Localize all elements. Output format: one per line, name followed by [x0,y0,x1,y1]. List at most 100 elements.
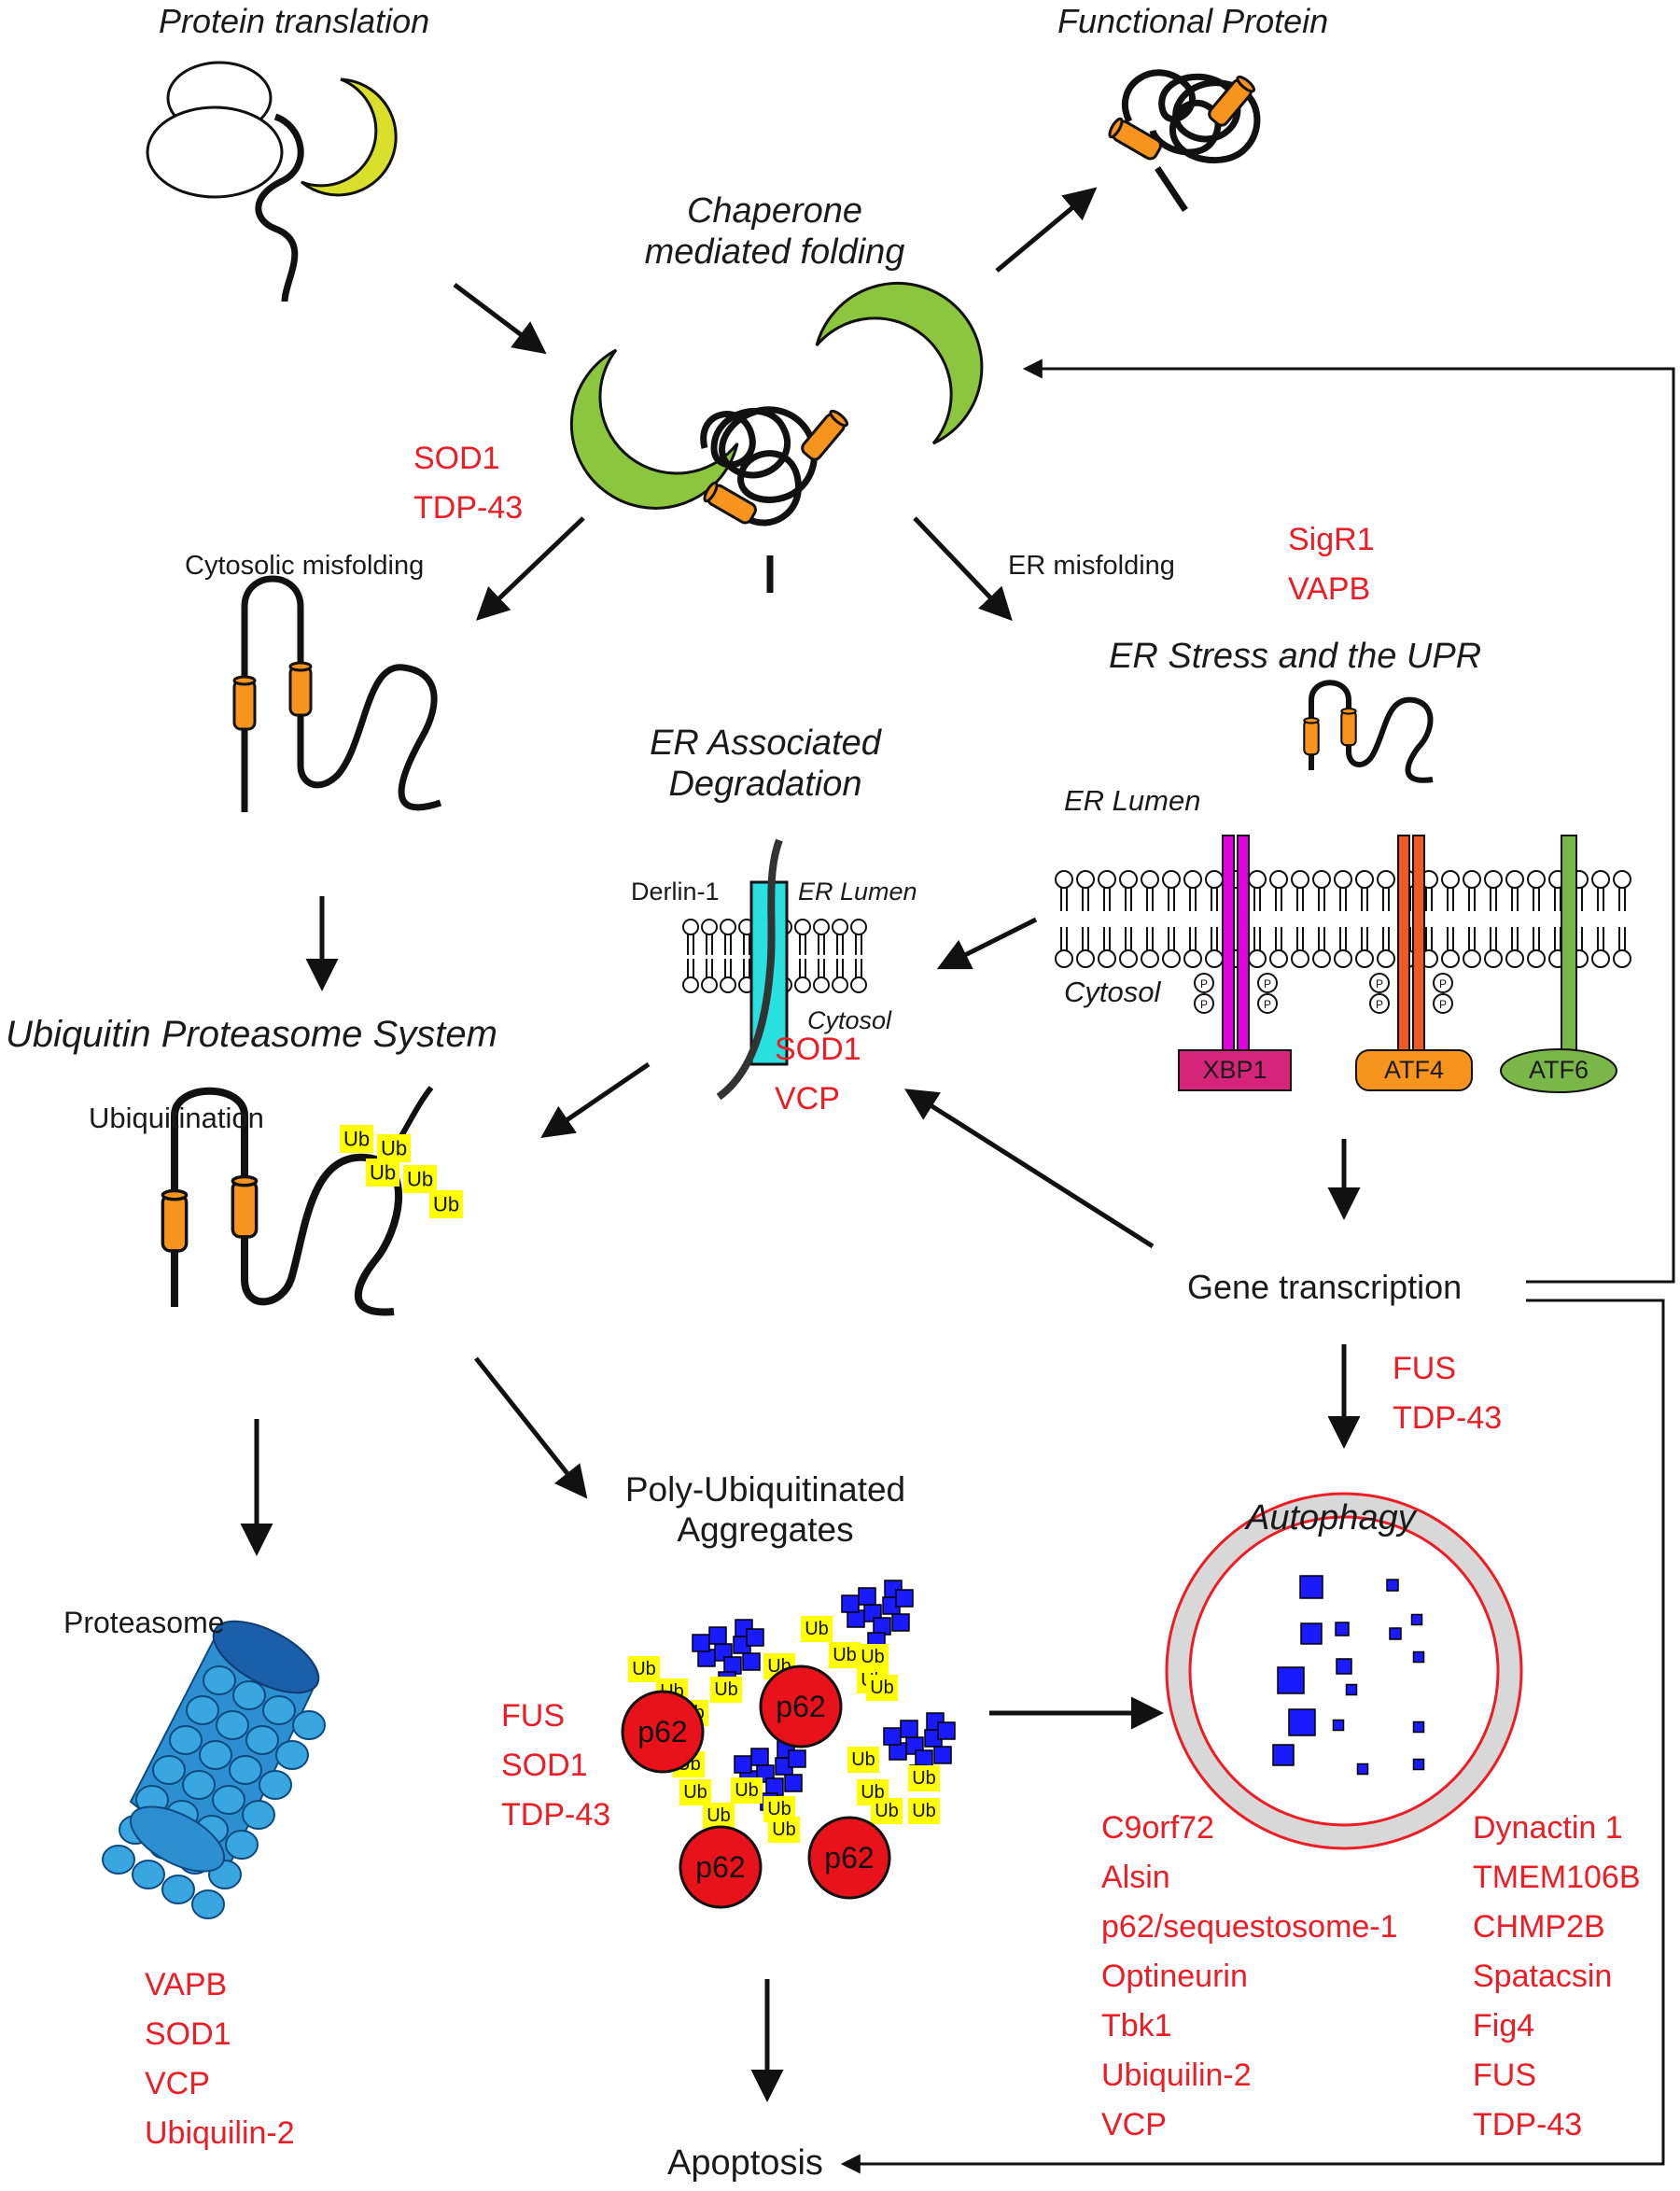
chaperone-label-line1: Chaperone [686,191,863,231]
cargo-cube [1277,1666,1305,1694]
arrow-chaperone-to-functional [995,187,1098,273]
chaperone-label: Chaperone mediated folding [616,191,933,273]
er-misfolding-label: ER misfolding [1008,551,1175,581]
gene-item: Alsin [1101,1860,1170,1895]
gene-item: p62/sequestosome-1 [1101,1909,1398,1945]
ub-tag-text: Ub [343,1128,370,1151]
proteasome-subunit [152,1755,186,1785]
gene-item: Dynactin 1 [1473,1810,1623,1846]
gene-item: CHMP2B [1473,1909,1605,1945]
lipid-head [1076,870,1095,912]
arrow-erad-to-ubiquitination [540,1061,651,1138]
lipid-head [682,976,699,993]
cytosol-erad-label: Cytosol [807,1006,892,1034]
ub-tag [857,1644,889,1670]
gene-item: TDP-43 [1393,1400,1503,1436]
proteasome-subunit [245,1725,279,1755]
cargo-cube [1386,1579,1399,1592]
lipid-head [1613,926,1631,968]
gene-item: Ubiquilin-2 [145,2115,295,2151]
cargo-cube [1332,1719,1345,1732]
functional-protein-icon [1106,69,1261,212]
gene-item: FUS [1393,1351,1456,1386]
cargo-cube [1336,1658,1352,1675]
ub-tag-text: Ub [381,1137,407,1160]
lipid-head [1055,870,1073,912]
gene-item: VAPB [1288,571,1371,607]
phosphate-icon [1433,973,1453,993]
lipid-head [682,919,699,935]
aggregate-cube [891,1613,910,1632]
arrow-gene-transcription-to-erad [904,1088,1155,1249]
gene-item: SOD1 [501,1748,588,1783]
upr-misfolded-protein-icon [1303,680,1434,783]
proteasome-subunit [292,1710,326,1740]
ub-tag-text: Ub [632,1659,656,1679]
p62-icon [679,1825,763,1909]
lipid-head [794,976,811,993]
lipid-head [1119,870,1138,912]
cargo-cube [1389,1627,1402,1640]
er-lumen-upr-label: ER Lumen [1064,784,1201,817]
ups-label: Ubiquitin Proteasome System [6,1014,497,1055]
proteasome-subunit [203,1665,236,1695]
ub-tag-text: Ub [370,1161,396,1185]
proteasome-subunit [262,1695,296,1725]
aggregate-cube [895,1589,914,1608]
lipid-head [1377,870,1395,912]
erad-genes: SOD1 VCP [775,1025,861,1124]
lipid-head [720,919,736,935]
lipid-head [1613,870,1631,912]
xbp1-box [1178,1049,1292,1091]
cargo-cube [1412,1650,1425,1664]
phosphate-text: P [1376,977,1383,990]
proteasome-subunit [191,1889,225,1919]
lipid-head [1162,926,1181,968]
chaperone-icon [569,281,984,593]
aggregate-cube [708,1626,727,1645]
lipid-head [1484,926,1503,968]
ub-tag-text: Ub [707,1805,731,1826]
atf6-sensor-icon [1561,835,1577,1051]
autophagy-genes-right: Dynactin 1 TMEM106B CHMP2B Spatacsin Fig… [1473,1804,1641,2150]
gene-item: Optineurin [1101,1959,1248,1994]
lipid-head [1355,926,1374,968]
cargo-cube [1272,1744,1295,1766]
phosphate-text: P [1439,998,1447,1011]
ub-tag-text: Ub [683,1782,707,1803]
autophagosome-icon [1165,1492,1523,1850]
gene-item: TDP-43 [1473,2107,1583,2142]
chaperone-genes: SOD1 TDP-43 [413,434,523,533]
cargo-cube [1335,1622,1350,1636]
ub-tag-text: Ub [833,1645,857,1665]
p62-icon [807,1816,891,1900]
cargo-cube [1410,1613,1423,1626]
proteasome-subunit [169,1725,203,1755]
aggregate-genes: FUS SOD1 TDP-43 [501,1692,610,1840]
arrow-translation-to-chaperone [453,283,547,355]
p62-icon [621,1690,705,1774]
feedback-connectors [840,358,1675,2174]
phosphate-text: P [1439,977,1447,990]
proteasome-subunit [199,1740,232,1770]
lipid-head [701,976,718,993]
ub-tag [628,1656,660,1682]
p62-icon [759,1664,843,1749]
lipid-head [1291,926,1309,968]
misfolded-protein-icon [232,575,442,812]
perk-sensor-icon [1397,835,1425,1051]
lipid-head [1291,870,1309,912]
cargo-cube [1288,1708,1316,1736]
lipid-head [1441,870,1460,912]
lipid-head [1312,870,1331,912]
proteasome-subunit [102,1845,135,1875]
phosphate-icon [1257,973,1278,993]
gene-transcription-label: Gene transcription [1187,1268,1463,1306]
erad-label-line1: ER Associated [650,723,881,763]
ire1-sensor-icon [1222,835,1250,1051]
poly-ub-label-line2: Aggregates [677,1510,854,1549]
ub-tag [679,1779,711,1805]
gene-item: TDP-43 [501,1797,611,1833]
lipid-head [1269,926,1288,968]
